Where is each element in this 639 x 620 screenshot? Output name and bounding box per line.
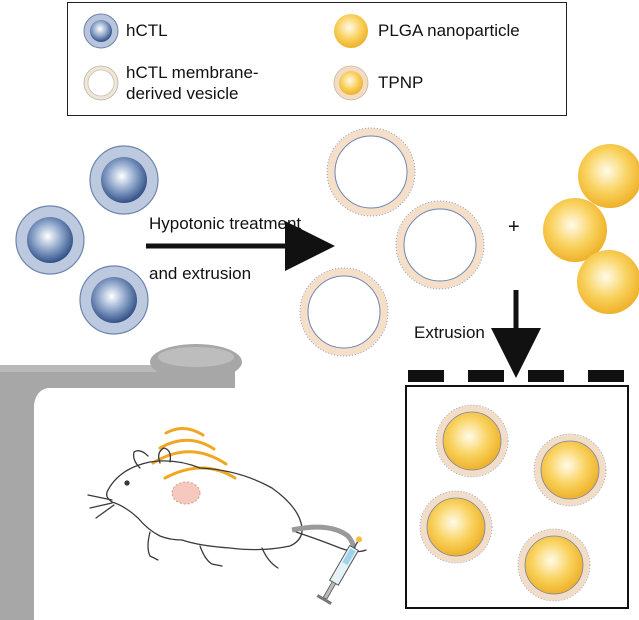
hctl-cell <box>15 205 85 275</box>
legend-vesicle-label-line2: derived vesicle <box>126 84 239 103</box>
tpnp-particle <box>435 404 509 478</box>
plga-nanoparticle <box>543 198 607 262</box>
membrane-vesicle <box>326 127 416 217</box>
membrane-vesicle <box>395 200 485 290</box>
tumor-site <box>171 481 201 505</box>
plga-legend-icon <box>334 14 368 48</box>
tpnp-particle <box>517 528 591 602</box>
extrusion-label: Extrusion <box>414 323 485 342</box>
injection-tube <box>291 524 356 554</box>
legend-icons <box>83 13 369 101</box>
tpnp-particle <box>533 433 607 507</box>
plga-nanoparticle <box>578 144 639 208</box>
hctl-legend-icon <box>83 13 119 49</box>
legend-tpnp-label: TPNP <box>378 73 424 92</box>
syringe-icon <box>316 536 362 605</box>
hypotonic-label-line2: and extrusion <box>149 264 252 283</box>
vesicle-legend-icon <box>83 65 119 101</box>
mouse-illustration <box>87 447 367 569</box>
hctl-cell <box>89 145 159 215</box>
hctl-cell <box>79 265 149 335</box>
legend-hctl-label: hCTL <box>126 21 168 40</box>
plus-sign: + <box>508 216 520 238</box>
hypotonic-label-line1: Hypotonic treatment <box>149 214 302 233</box>
legend-plga-label: PLGA nanoparticle <box>378 21 520 40</box>
imaging-device <box>0 344 242 620</box>
membrane-vesicle <box>299 267 389 357</box>
tpnp-legend-icon <box>333 65 369 101</box>
plga-nanoparticle <box>577 250 639 314</box>
extrusion-filter <box>408 370 624 382</box>
legend-box: hCTL hCTL membrane- derived vesicle PLGA… <box>67 2 567 116</box>
legend-vesicle-label-line1: hCTL membrane- <box>126 63 259 82</box>
tpnp-particle <box>419 490 493 564</box>
